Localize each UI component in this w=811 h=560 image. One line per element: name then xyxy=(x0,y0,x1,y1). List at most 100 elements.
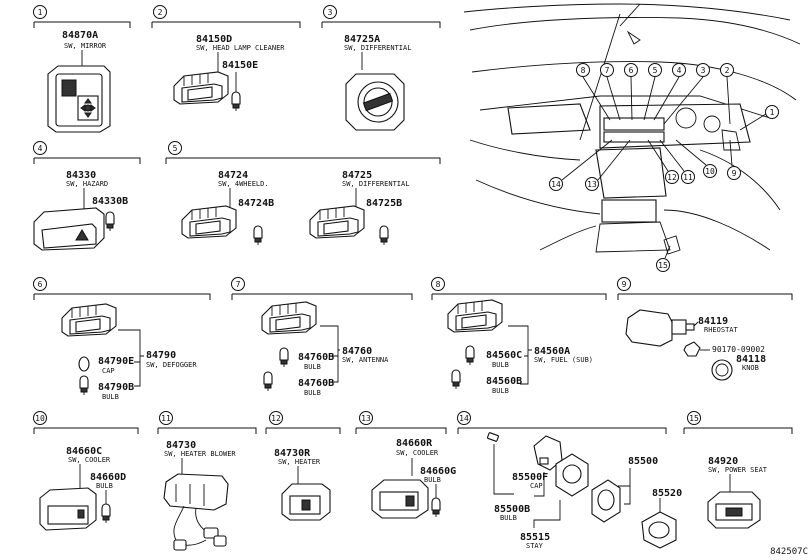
callout-5: 5 xyxy=(173,144,178,153)
section-2: 2 84150D SW, HEAD LAMP CLEANER 84150E xyxy=(151,5,301,112)
svg-text:7: 7 xyxy=(605,66,610,75)
bulb-84790B-drawing xyxy=(79,375,89,396)
part-desc-cooler-c: SW, COOLER xyxy=(68,456,111,464)
locator-callout-14: 14 xyxy=(549,139,613,191)
heater-blower-switch-drawing xyxy=(163,473,229,551)
bulb-84560B-drawing xyxy=(451,369,461,390)
part-number-84660D: 84660D xyxy=(90,472,126,483)
diagram-code: 842507C xyxy=(770,547,808,557)
callout-10: 10 xyxy=(35,414,45,423)
locator-callout-1: 1 xyxy=(739,105,779,131)
rheostat-drawing xyxy=(625,309,695,347)
part-number-90170-09002: 90170-09002 xyxy=(712,345,765,354)
hazard-switch-drawing xyxy=(33,207,105,251)
part-desc-bulb-84660D: BULB xyxy=(96,482,113,490)
bulb-84760B-1-drawing xyxy=(279,347,289,368)
svg-text:5: 5 xyxy=(653,66,658,75)
callout-8: 8 xyxy=(436,280,441,289)
defogger-switch-drawing xyxy=(61,303,117,337)
section-9: 9 84119 RHEOSTAT 90170-09002 84118 KNOB xyxy=(617,277,793,381)
section-3: 3 84725A SW, DIFFERENTIAL xyxy=(321,5,441,131)
callout-14: 14 xyxy=(459,414,469,423)
part-number-84760: 84760 xyxy=(342,346,372,357)
locator-callout-15: 15 xyxy=(656,245,671,272)
part-number-84330: 84330 xyxy=(66,170,96,181)
part-desc-bulb-84790B: BULB xyxy=(102,393,119,401)
bulb-84760B-2-drawing xyxy=(263,371,273,392)
bulb-84660D-drawing xyxy=(101,503,111,524)
part-number-84725: 84725 xyxy=(342,170,372,181)
section-7: 7 84760 SW, ANTENNA 84760B BULB 84760B B… xyxy=(231,277,413,397)
part-number-84790: 84790 xyxy=(146,350,176,361)
locator-callout-8: 8 xyxy=(576,63,611,121)
bulb-84660G-drawing xyxy=(431,497,441,518)
part-desc-stay: STAY xyxy=(526,542,544,550)
part-desc-cap: CAP xyxy=(102,367,115,375)
dashboard-locator: 8 7 6 5 4 3 2 1 9 10 11 12 13 14 15 xyxy=(463,3,801,272)
part-number-85515: 85515 xyxy=(520,532,550,543)
part-number-84920: 84920 xyxy=(708,456,738,467)
part-number-84725B: 84725B xyxy=(366,198,402,209)
section-5: 5 84724 SW, 4WHEELD. 84724B 84725 SW, DI… xyxy=(165,141,441,246)
head-lamp-cleaner-switch-drawing xyxy=(173,71,229,105)
locator-callout-5: 5 xyxy=(643,63,662,121)
knob-drawing xyxy=(711,359,733,381)
callout-1: 1 xyxy=(38,8,43,17)
part-number-84725A: 84725A xyxy=(344,34,380,45)
locator-callout-9: 9 xyxy=(727,139,741,180)
part-number-85500B: 85500B xyxy=(494,504,530,515)
svg-text:14: 14 xyxy=(551,180,561,189)
part-desc-cap-85500F: CAP xyxy=(530,482,543,490)
part-desc-bulb-84760B-1: BULB xyxy=(304,363,321,371)
section-4: 4 84330 SW, HAZARD 84330B xyxy=(33,141,141,251)
part-number-84730R: 84730R xyxy=(274,448,311,459)
part-number-84560A: 84560A xyxy=(534,346,570,357)
svg-text:2: 2 xyxy=(725,66,730,75)
part-number-84150E: 84150E xyxy=(222,60,258,71)
part-desc-bulb-84560C: BULB xyxy=(492,361,509,369)
svg-text:9: 9 xyxy=(732,169,737,178)
cigarette-lighter-drawing xyxy=(591,479,677,549)
section-1: 1 84870A SW, MIRROR xyxy=(33,5,131,133)
bulb-84560C-drawing xyxy=(465,345,475,366)
part-number-84330B: 84330B xyxy=(92,196,128,207)
part-number-84724B: 84724B xyxy=(238,198,274,209)
part-desc-bulb-84560B: BULB xyxy=(492,387,509,395)
4wheeld-switch-drawing xyxy=(181,205,237,239)
locator-callout-3: 3 xyxy=(663,63,710,125)
part-desc-defogger: SW, DEFOGGER xyxy=(146,361,197,369)
callout-3: 3 xyxy=(328,8,333,17)
callout-13: 13 xyxy=(361,414,371,423)
cooler-switch-r-drawing xyxy=(371,479,429,519)
part-number-84760B-2: 84760B xyxy=(298,378,334,389)
svg-text:15: 15 xyxy=(658,261,668,270)
part-number-84724: 84724 xyxy=(218,170,248,181)
part-number-84560C: 84560C xyxy=(486,350,522,361)
section-11: 11 84730 SW, HEATER BLOWER xyxy=(157,411,257,551)
part-desc-knob: KNOB xyxy=(742,364,759,372)
part-number-84660G: 84660G xyxy=(420,466,456,477)
part-desc-fuel-sub: SW, FUEL (SUB) xyxy=(534,356,593,364)
cap-drawing xyxy=(78,356,90,372)
antenna-switch-drawing xyxy=(261,301,317,335)
part-desc-mirror: SW, MIRROR xyxy=(64,42,107,50)
part-number-84790E: 84790E xyxy=(98,356,134,367)
part-number-84760B-1: 84760B xyxy=(298,352,334,363)
part-desc-heater: SW, HEATER xyxy=(278,458,321,466)
part-desc-heater-blower: SW, HEATER BLOWER xyxy=(164,450,236,458)
part-desc-4wheeld: SW, 4WHEELD. xyxy=(218,180,269,188)
callout-6: 6 xyxy=(38,280,43,289)
locator-callout-12: 12 xyxy=(647,139,679,184)
mirror-switch-drawing xyxy=(47,65,111,133)
locator-callout-2: 2 xyxy=(720,63,734,125)
part-number-84790B: 84790B xyxy=(98,382,134,393)
svg-text:10: 10 xyxy=(705,167,715,176)
locator-callout-13: 13 xyxy=(585,139,631,191)
differential-switch-drawing xyxy=(345,73,405,131)
section-6: 6 84790 SW, DEFOGGER 84790E CAP 84790B B… xyxy=(33,277,211,401)
callout-2: 2 xyxy=(158,8,163,17)
svg-text:4: 4 xyxy=(677,66,682,75)
part-desc-head-lamp-cleaner: SW, HEAD LAMP CLEANER xyxy=(196,44,285,52)
callout-7: 7 xyxy=(236,280,241,289)
